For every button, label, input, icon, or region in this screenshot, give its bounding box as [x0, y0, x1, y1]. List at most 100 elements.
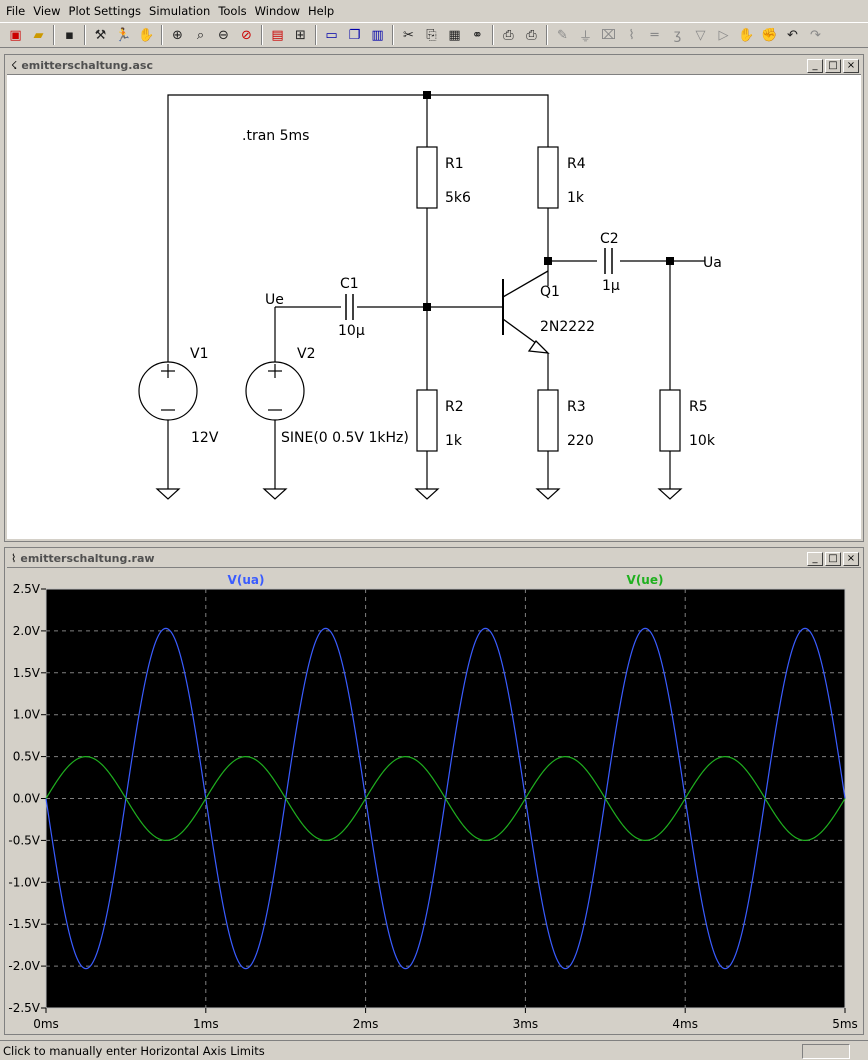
maximize-button[interactable]: □ [825, 551, 841, 566]
maximize-button[interactable]: □ [825, 58, 841, 73]
r5-value[interactable]: 10k [689, 433, 716, 449]
schematic-canvas[interactable]: .tran 5ms R1 5k6 R4 1k R2 1k R3 220 R5 1… [7, 75, 861, 539]
print-setup-icon[interactable]: ⎙ [503, 27, 514, 43]
ground-symbol[interactable] [262, 488, 288, 500]
menu-file[interactable]: File [6, 4, 26, 18]
x-tick-label[interactable]: 4ms [672, 1017, 698, 1031]
minimize-button[interactable]: _ [807, 551, 823, 566]
zoom-cancel-icon[interactable]: ⊘ [241, 27, 252, 43]
inductor-icon[interactable]: ʒ [673, 27, 682, 43]
net-label-ue[interactable]: Ue [265, 292, 284, 308]
control-panel-icon[interactable]: ⚒ [94, 27, 107, 43]
resistor-r3[interactable] [537, 389, 559, 452]
x-tick-label[interactable]: 2ms [353, 1017, 379, 1031]
print-icon[interactable]: ⎙ [526, 27, 537, 43]
waveform-window-icon: ⌇ [11, 552, 17, 565]
y-tick-label[interactable]: 0.5V [13, 750, 41, 764]
resistor-r1[interactable] [416, 146, 438, 209]
voltage-source-v2[interactable] [245, 361, 305, 421]
y-tick-label[interactable]: -1.0V [8, 875, 40, 889]
find-icon[interactable]: ▦ [448, 27, 461, 43]
close-button[interactable]: × [843, 551, 859, 566]
v1-value[interactable]: 12V [191, 430, 219, 446]
ground-symbol[interactable] [414, 488, 440, 500]
cascade-icon[interactable]: ❐ [348, 27, 361, 43]
autorange-icon[interactable]: ▤ [271, 27, 284, 43]
r2-value[interactable]: 1k [445, 433, 463, 449]
c1-value[interactable]: 10µ [338, 323, 365, 339]
redo-icon[interactable]: ↷ [810, 27, 821, 43]
x-axis-ticks[interactable]: 0ms 1ms 2ms 3ms 4ms 5ms [33, 1008, 858, 1031]
y-tick-label[interactable]: 0.0V [13, 792, 41, 806]
r1-value[interactable]: 5k6 [445, 190, 471, 206]
zoom-out-icon[interactable]: ⊖ [218, 27, 229, 43]
resistor-r4[interactable] [537, 146, 559, 209]
v2-value[interactable]: SINE(0 0.5V 1kHz) [281, 430, 409, 446]
move-icon[interactable]: ✋ [738, 27, 755, 43]
zoom-in-icon[interactable]: ⊕ [172, 27, 183, 43]
capacitor-icon[interactable]: ═ [650, 27, 659, 43]
new-schematic-icon[interactable]: ▣ [9, 27, 22, 43]
transistor-q1[interactable] [502, 270, 550, 354]
schematic-titlebar[interactable]: ☇ emitterschaltung.asc _ □ × [7, 57, 861, 75]
trace-label-ua[interactable]: V(ua) [228, 573, 265, 587]
x-tick-label[interactable]: 0ms [33, 1017, 59, 1031]
save-icon[interactable]: ▪ [65, 27, 74, 43]
menu-help[interactable]: Help [308, 4, 335, 18]
menu-simulation[interactable]: Simulation [149, 4, 211, 18]
trace-label-ue[interactable]: V(ue) [627, 573, 664, 587]
y-tick-label[interactable]: -1.5V [8, 917, 40, 931]
y-tick-label[interactable]: 1.5V [13, 666, 41, 680]
open-icon[interactable]: ▰ [33, 27, 44, 43]
x-tick-label[interactable]: 3ms [513, 1017, 539, 1031]
ground-icon[interactable]: ⏚ [578, 29, 592, 45]
halt-icon[interactable]: ✋ [138, 27, 155, 43]
resistor-icon[interactable]: ⌇ [628, 27, 635, 43]
run-icon[interactable]: 🏃 [115, 27, 132, 43]
menu-tools[interactable]: Tools [218, 4, 247, 18]
cut-icon[interactable]: ✂ [403, 27, 414, 43]
close-button[interactable]: × [843, 58, 859, 73]
tile-horizontal-icon[interactable]: ▭ [325, 27, 338, 43]
y-tick-label[interactable]: -2.0V [8, 959, 40, 973]
ground-symbol[interactable] [155, 488, 181, 500]
y-tick-label[interactable]: 1.0V [13, 708, 41, 722]
wire-icon[interactable]: ✎ [557, 27, 568, 43]
tile-vertical-icon[interactable]: ▥ [371, 27, 384, 43]
drag-icon[interactable]: ✊ [761, 27, 778, 43]
resistor-r5[interactable] [659, 389, 681, 452]
y-tick-label[interactable]: 2.0V [13, 624, 41, 638]
x-tick-label[interactable]: 5ms [832, 1017, 858, 1031]
c2-value[interactable]: 1µ [602, 278, 620, 294]
menu-plot-settings[interactable]: Plot Settings [68, 4, 142, 18]
y-tick-label[interactable]: -2.5V [8, 1001, 40, 1015]
y-axis-ticks[interactable]: 2.5V 2.0V 1.5V 1.0V 0.5V 0.0V -0.5V -1.0V -1.5V -… [8, 582, 46, 1015]
r4-value[interactable]: 1k [567, 190, 585, 206]
q1-model[interactable]: 2N2222 [540, 319, 595, 335]
resistor-r2[interactable] [416, 389, 438, 452]
capacitor-c1[interactable] [345, 294, 354, 320]
ground-symbol[interactable] [535, 488, 561, 500]
waveform-canvas[interactable]: 2.5V 2.0V 1.5V 1.0V 0.5V 0.0V -0.5V -1.0V -1.5V -… [7, 568, 861, 1032]
x-tick-label[interactable]: 1ms [193, 1017, 219, 1031]
r3-value[interactable]: 220 [567, 433, 594, 449]
undo-icon[interactable]: ↶ [787, 27, 798, 43]
binoculars-icon[interactable]: ⚭ [472, 27, 483, 43]
capacitor-c2[interactable] [604, 248, 613, 274]
copy-icon[interactable]: ⎘ [426, 27, 437, 43]
net-label-ua[interactable]: Ua [703, 255, 722, 271]
ground-symbol[interactable] [657, 488, 683, 500]
voltage-source-v1[interactable] [138, 361, 198, 421]
minimize-button[interactable]: _ [807, 58, 823, 73]
tran-directive[interactable]: .tran 5ms [242, 128, 309, 144]
menu-view[interactable]: View [33, 4, 61, 18]
label-icon[interactable]: ⌧ [601, 27, 616, 43]
zoom-extents-icon[interactable]: ⊞ [295, 27, 306, 43]
waveform-titlebar[interactable]: ⌇ emitterschaltung.raw _ □ × [7, 550, 861, 568]
diode-icon[interactable]: ▽ [695, 27, 706, 43]
menu-window[interactable]: Window [254, 4, 300, 18]
y-tick-label[interactable]: 2.5V [13, 582, 41, 596]
y-tick-label[interactable]: -0.5V [8, 833, 40, 847]
component-icon[interactable]: ▷ [718, 27, 729, 43]
zoom-pan-icon[interactable]: ⌕ [196, 27, 205, 43]
